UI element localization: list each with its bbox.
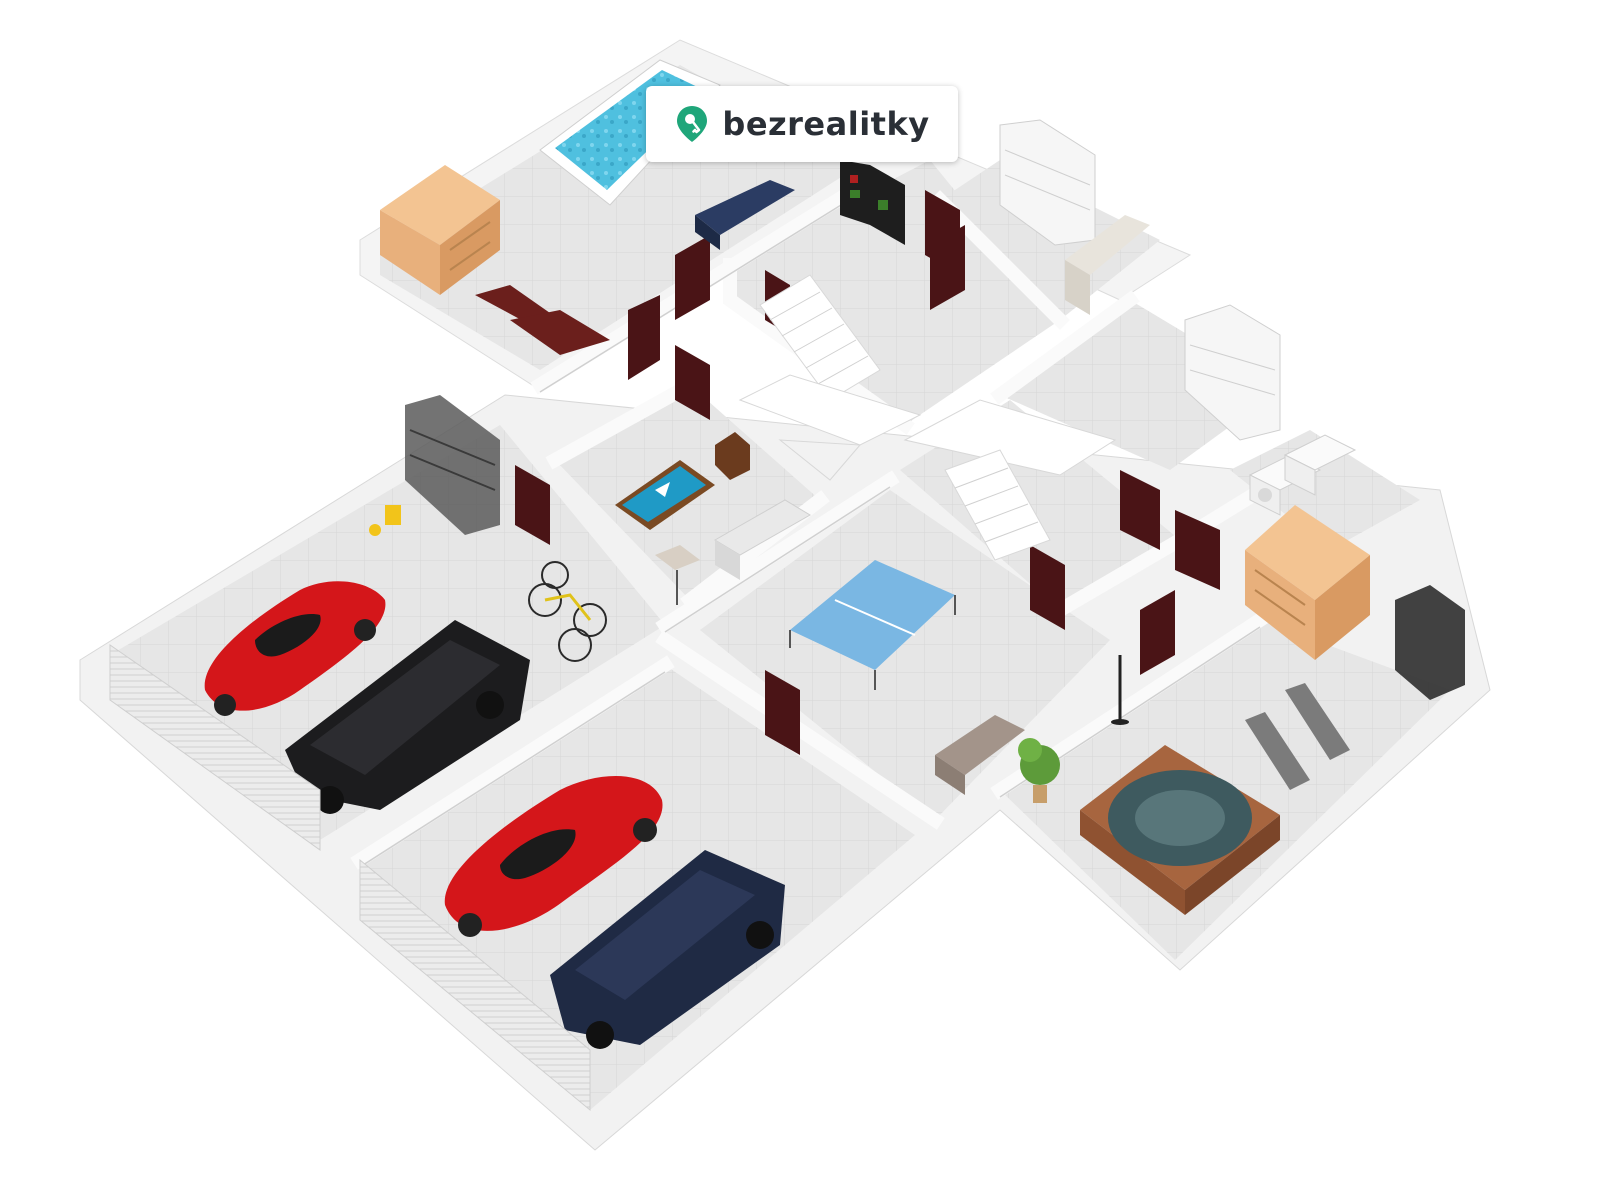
sunloungers-wellness [1245, 683, 1350, 790]
potted-plant [1018, 738, 1060, 803]
metal-rack-wellness [1395, 585, 1465, 700]
library-room-floor [1000, 300, 1280, 470]
pressure-washer [369, 505, 401, 536]
garage-doors [109, 644, 591, 1112]
red-convertible-garage-one [204, 581, 386, 716]
bar-table [655, 545, 700, 605]
sauna-right [1245, 505, 1370, 660]
side-cabinet [715, 432, 750, 480]
red-roadster-garage-two [444, 776, 663, 937]
sauna-top-left [380, 165, 500, 295]
sofa-billiard-room [714, 499, 811, 580]
laundry-room-floor [1230, 430, 1420, 550]
doors [515, 190, 1220, 755]
laundry-machines [1248, 434, 1357, 516]
loungers-pool-room [475, 285, 610, 355]
ping-pong-table [789, 560, 956, 690]
location-pin-key-icon [677, 106, 708, 142]
brand-name: bezrealitky [722, 105, 930, 143]
staircase-upper [738, 274, 922, 481]
hot-tub [1080, 745, 1280, 915]
coat-stand [1111, 655, 1129, 725]
bicycles [528, 561, 607, 662]
metal-rack-garage [405, 395, 500, 535]
staircase-lower [903, 399, 1117, 561]
billiard-table [615, 460, 715, 530]
bookshelf-dark [840, 160, 905, 245]
bookshelf-white-right [1184, 304, 1281, 441]
navy-suv-garage-two [550, 850, 785, 1049]
brand-logo-badge[interactable]: bezrealitky [646, 86, 958, 162]
sofa-ping-pong-room [935, 715, 1025, 795]
black-suv-garage-one [285, 620, 530, 814]
shelving-unit-top-right [1065, 215, 1150, 315]
sofa-pool-room [695, 180, 795, 250]
